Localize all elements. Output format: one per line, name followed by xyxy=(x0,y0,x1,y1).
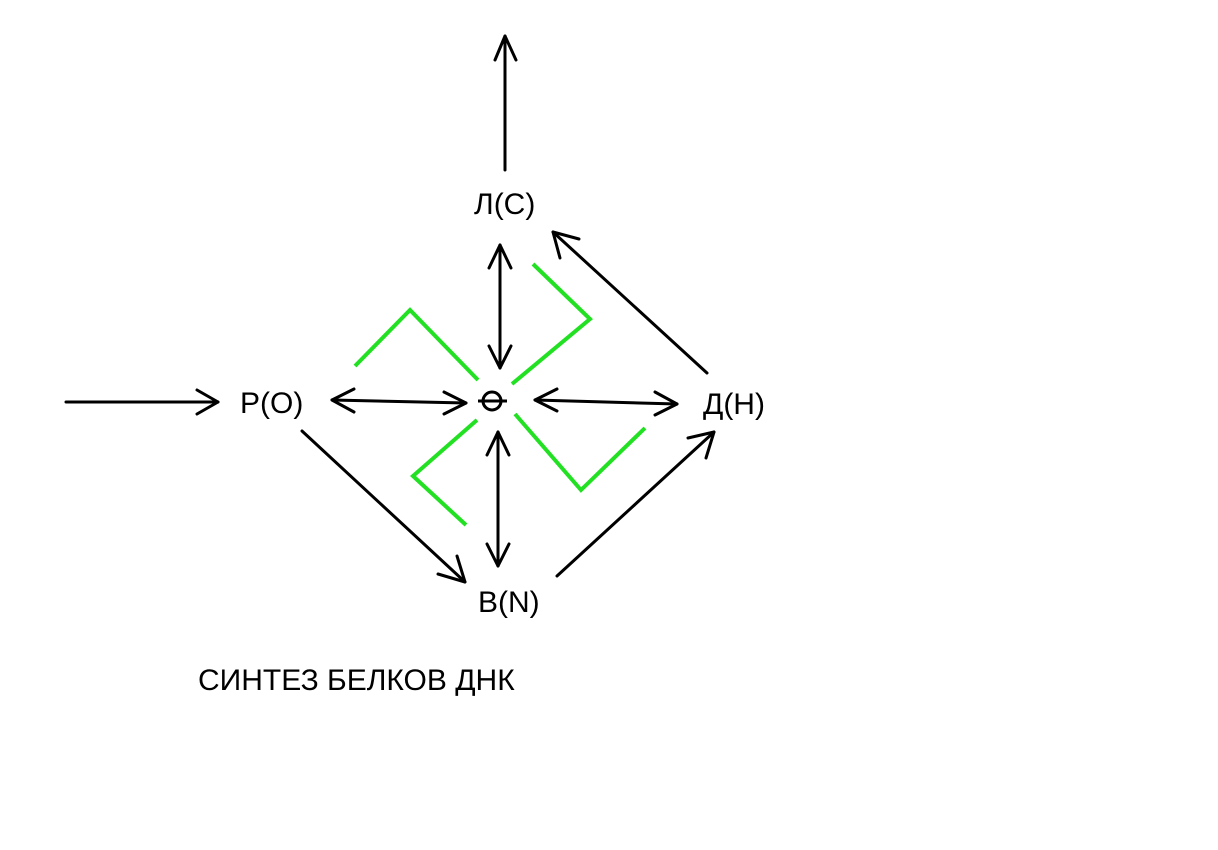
arrow-bottom-to-right xyxy=(555,430,716,578)
arrows xyxy=(64,34,716,584)
arrow-input-to-left xyxy=(64,388,220,416)
arrow-top-center xyxy=(487,243,513,370)
node-left-label: Р(О) xyxy=(240,387,303,420)
arrow-center-bottom xyxy=(485,430,511,568)
diagram-caption: СИНТЕЗ БЕЛКОВ ДНК xyxy=(198,664,515,697)
green-arm-top-right xyxy=(510,262,593,386)
green-arm-top-left xyxy=(353,307,480,382)
node-bottom-label: В(N) xyxy=(478,586,540,619)
arrow-up-from-top xyxy=(493,34,518,172)
node-right-label: Д(Н) xyxy=(703,388,765,421)
green-arm-bottom-left xyxy=(410,418,479,527)
arrow-left-to-bottom xyxy=(300,429,467,584)
node-top-label: Л(С) xyxy=(474,188,535,221)
green-arm-bottom-right xyxy=(513,412,647,493)
arrow-left-center xyxy=(330,387,468,416)
arrow-center-right xyxy=(533,387,679,417)
center-circle-cross-icon xyxy=(478,390,507,412)
arrow-right-to-top xyxy=(551,230,709,375)
green-figure xyxy=(353,262,647,527)
